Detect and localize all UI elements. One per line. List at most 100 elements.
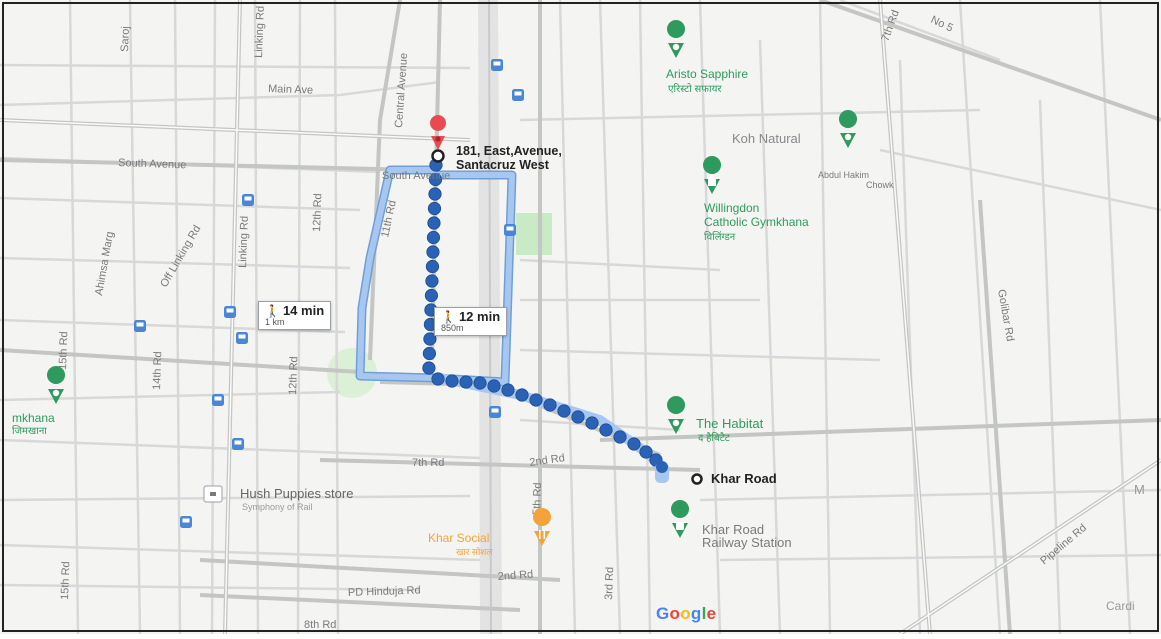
route-dot <box>515 388 529 402</box>
poi-name: Aristo Sapphire <box>666 67 748 81</box>
road-label: PD Hinduja Rd <box>348 584 421 599</box>
poi-name-line1: Khar Road <box>702 522 764 537</box>
poi-khar-road-station[interactable]: Khar Road Railway Station <box>671 500 792 550</box>
road-label: 15th Rd <box>59 561 72 600</box>
road-label: 7th Rd <box>412 457 444 469</box>
route-duration-alt-row: 🚶14 min <box>265 304 324 318</box>
poi-marker-icon <box>47 366 66 404</box>
route-dot <box>427 201 442 216</box>
route-dot <box>422 361 436 375</box>
route-distance-alt: 1 km <box>265 316 285 327</box>
route-dot <box>639 445 653 459</box>
bus-stop-icon <box>236 332 248 344</box>
route-dot <box>473 376 487 390</box>
route-dot <box>445 374 459 388</box>
store-icon-glyph <box>210 492 216 496</box>
poi-cardi[interactable]: Cardi <box>1106 599 1135 613</box>
route-dot <box>529 393 543 407</box>
route-dot <box>543 398 557 412</box>
poi-hush-puppies[interactable]: Hush Puppies store Symphony of Rail <box>203 485 353 512</box>
origin-pin-icon[interactable] <box>430 115 447 150</box>
poi-marker-icon <box>667 19 686 58</box>
bus-stop-icon <box>512 89 524 101</box>
poi-name: Koh Natural <box>732 131 801 146</box>
poi-subname: द हैबिटैट <box>698 432 731 444</box>
bus-stop-icon <box>224 306 236 318</box>
road-label: South Avenue <box>382 170 450 182</box>
poi-name-line1: Willingdon <box>704 201 759 215</box>
poi-name: Hush Puppies store <box>240 486 353 501</box>
destination-label[interactable]: Khar Road <box>711 471 777 486</box>
origin-address[interactable]: 181, East,Avenue, Santacruz West <box>456 144 562 173</box>
bus-stop-icon <box>180 516 192 528</box>
road-label: Chowk <box>866 180 894 190</box>
poi-aristo-sapphire[interactable]: Aristo Sapphire एरिस्टो सफायर <box>666 19 748 95</box>
bus-stop-icon <box>134 320 146 332</box>
route-dot <box>571 410 585 424</box>
route-dot <box>428 172 443 187</box>
road-label: 5th Rd <box>531 482 544 515</box>
poi-name-line2: Railway Station <box>702 535 792 550</box>
poi-willingdon[interactable]: Willingdon Catholic Gymkhana विलिंग्डन <box>703 156 809 243</box>
poi-the-habitat[interactable]: The Habitat द हैबिटैट <box>667 396 764 444</box>
road-label: Central Avenue <box>393 53 410 129</box>
poi-name: mkhana <box>12 411 55 425</box>
route-dot <box>426 245 440 259</box>
route-time-alt[interactable]: 🚶14 min 1 km <box>258 301 332 331</box>
train-marker-icon <box>671 500 690 538</box>
road-label: 14th Rd <box>151 351 164 390</box>
road-label: 12th Rd <box>287 356 300 395</box>
route-dot <box>424 288 439 303</box>
route-time-selected[interactable]: 🚶12 min 850m <box>434 307 508 337</box>
poi-m-edge[interactable]: M <box>1134 482 1145 497</box>
poi-khar-social[interactable]: Khar Social खार सोशल <box>428 508 552 557</box>
route-dot <box>459 375 473 389</box>
bus-stop-icon <box>504 224 516 236</box>
route-dot <box>422 346 437 361</box>
route-dot <box>425 274 439 288</box>
road-label: 2nd Rd <box>529 452 566 469</box>
route-dot <box>427 216 441 230</box>
walking-person-icon: 🚶 <box>441 310 456 324</box>
route-duration-selected: 12 min <box>458 309 501 324</box>
bus-stop-icon <box>491 59 503 71</box>
route-dot <box>599 423 613 437</box>
road-label: Saroj <box>119 26 132 52</box>
bus-stop-icon <box>212 394 224 406</box>
building-marker-icon <box>703 156 722 194</box>
poi-name-line2: Catholic Gymkhana <box>704 215 809 229</box>
road-label: 15th Rd <box>57 331 70 370</box>
road-label: Linking Rd <box>237 216 251 268</box>
poi-subname: जिमखाना <box>12 425 47 437</box>
poi-subname: एरिस्टो सफायर <box>668 83 722 95</box>
selected-route-dots[interactable] <box>422 158 663 467</box>
poi-gymkhana-left[interactable]: mkhana जिमखाना <box>12 366 66 437</box>
destination-marker-icon <box>691 473 703 485</box>
route-distance-selected: 850m <box>441 322 464 333</box>
road-label: 8th Rd <box>304 619 336 631</box>
route-dot <box>426 230 441 245</box>
route-dot <box>428 187 442 201</box>
origin-address-line1: 181, East,Avenue, <box>456 144 562 158</box>
route-dot <box>425 259 440 274</box>
route-dot <box>627 437 641 451</box>
route-end-icon <box>655 461 669 483</box>
restaurant-marker-icon <box>533 508 552 546</box>
poi-subname: Symphony of Rail <box>242 502 313 512</box>
poi-koh-natural[interactable]: Koh Natural <box>732 110 858 148</box>
road-label: Linking Rd <box>253 6 267 58</box>
route-dot <box>423 332 437 346</box>
poi-marker-icon <box>839 110 858 148</box>
poi-name: Khar Social <box>428 531 489 545</box>
route-dot <box>557 404 571 418</box>
bus-stop-icon <box>242 194 254 206</box>
bus-stop-icon <box>232 438 244 450</box>
poi-name: The Habitat <box>696 416 764 431</box>
route-dot <box>487 379 501 393</box>
transit-icons <box>134 59 524 528</box>
route-duration-selected-row: 🚶12 min <box>441 310 500 324</box>
walking-person-icon: 🚶 <box>265 304 280 318</box>
route-dot <box>585 416 599 430</box>
